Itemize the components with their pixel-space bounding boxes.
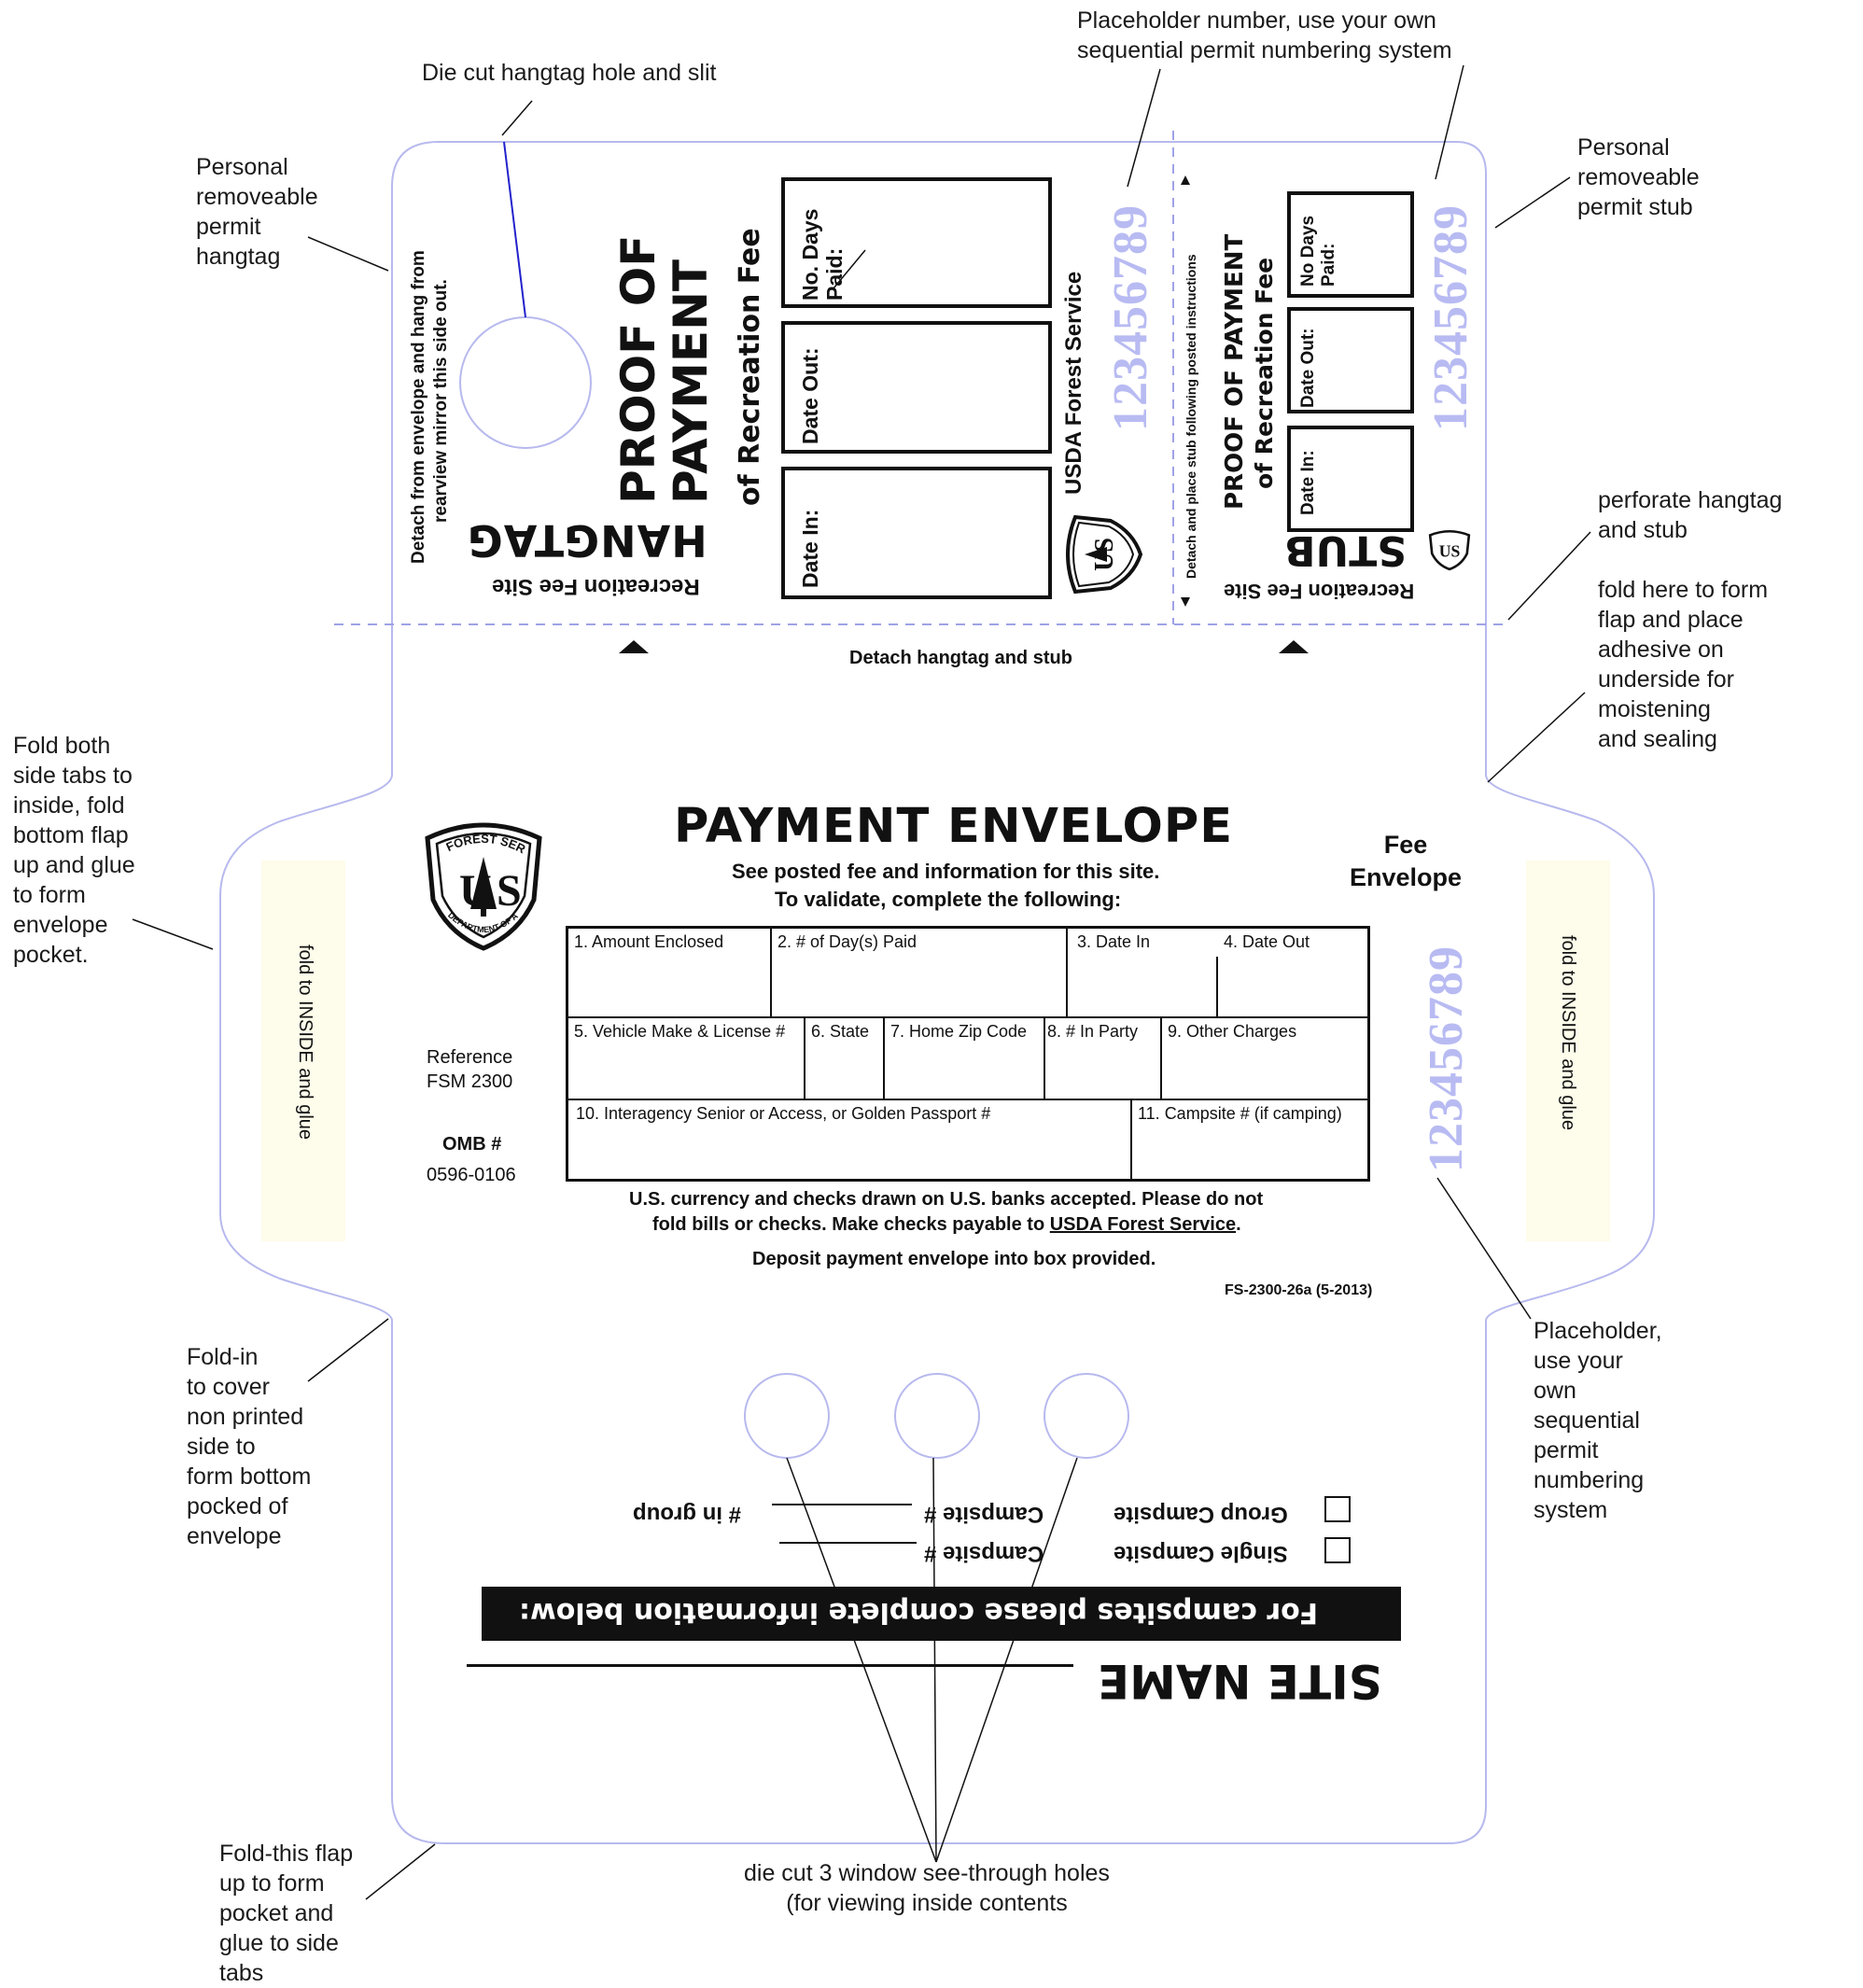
hangtag-word: HANGTAG bbox=[467, 515, 707, 566]
field-date-out[interactable]: 4. Date Out bbox=[1224, 932, 1310, 951]
hangtag-detach-note-1: Detach from envelope and hang from bbox=[409, 250, 428, 564]
hangtag-box-out[interactable]: Date Out: bbox=[781, 321, 1052, 454]
hangtag-agency: USDA Forest Service bbox=[1061, 271, 1086, 495]
fee-envelope-label: Fee Envelope bbox=[1350, 831, 1463, 891]
hangtag-serial: 123456789 bbox=[1104, 204, 1157, 431]
hangtag-proof-of: PROOF OF bbox=[611, 234, 665, 504]
field-amount-enclosed[interactable]: 1. Amount Enclosed bbox=[574, 932, 724, 951]
stub-rec-fee: of Recreation Fee bbox=[1251, 257, 1278, 489]
hangtag-box-out-label: Date Out: bbox=[798, 347, 822, 445]
currency-note-1: U.S. currency and checks drawn on U.S. b… bbox=[629, 1189, 1264, 1210]
in-group-line[interactable] bbox=[772, 1504, 912, 1505]
field-other-charges[interactable]: 9. Other Charges bbox=[1168, 1022, 1297, 1041]
stub-box-in[interactable]: Date In: bbox=[1287, 426, 1414, 532]
site-name-line[interactable] bbox=[467, 1664, 1073, 1667]
note-personal-stub: Personal removeable permit stub bbox=[1577, 134, 1700, 220]
group-campsite-label: Group Campsite bbox=[1114, 1502, 1288, 1527]
site-name-label: SITE NAME bbox=[1098, 1654, 1382, 1708]
envelope-subtitle-2: To validate, complete the following: bbox=[775, 888, 1122, 911]
stub-instructions: Detach and place stub following posted i… bbox=[1184, 254, 1198, 579]
note-fold-bottom: Fold-this flap up to form pocket and glu… bbox=[219, 1841, 354, 1986]
stub-box-out[interactable]: Date Out: bbox=[1287, 307, 1414, 413]
field-in-party[interactable]: 8. # In Party bbox=[1047, 1022, 1139, 1041]
hangtag-box-days[interactable]: No. Days Paid: bbox=[781, 177, 1052, 308]
field-state[interactable]: 6. State bbox=[811, 1022, 870, 1041]
forest-service-logo-stub: US bbox=[1428, 529, 1471, 571]
glue-strip-right: fold to INSIDE and glue bbox=[1526, 861, 1610, 1241]
payment-form-table: 1. Amount Enclosed 2. # of Day(s) Paid 3… bbox=[566, 926, 1370, 1182]
single-campsite-label: Single Campsite bbox=[1114, 1541, 1288, 1566]
glue-left-label: fold to INSIDE and glue bbox=[295, 945, 315, 1141]
note-window-holes: die cut 3 window see-through holes (for … bbox=[744, 1860, 1110, 1916]
note-personal-hangtag: Personal removeable permit hangtag bbox=[196, 154, 318, 270]
glue-strip-left: fold to INSIDE and glue bbox=[261, 861, 345, 1241]
note-fold-in: Fold-in to cover non printed side to for… bbox=[187, 1344, 312, 1549]
stub-serial: 123456789 bbox=[1424, 204, 1478, 431]
note-placeholder-side: Placeholder, use your own sequential per… bbox=[1534, 1318, 1662, 1523]
envelope-title: PAYMENT ENVELOPE bbox=[674, 799, 1234, 854]
field-passport[interactable]: 10. Interagency Senior or Access, or Gol… bbox=[576, 1104, 991, 1123]
omb-number: 0596-0106 bbox=[427, 1165, 516, 1185]
svg-text:US: US bbox=[1439, 541, 1461, 560]
omb-label: OMB # bbox=[442, 1134, 502, 1155]
envelope-subtitle-1: See posted fee and information for this … bbox=[732, 860, 1160, 883]
note-fold-flap: fold here to form flap and place adhesiv… bbox=[1598, 577, 1769, 752]
campsite-line[interactable] bbox=[779, 1542, 917, 1544]
field-date-in[interactable]: 3. Date In bbox=[1077, 932, 1151, 951]
field-campsite[interactable]: 11. Campsite # (if camping) bbox=[1138, 1104, 1342, 1123]
hangtag-payment: PAYMENT bbox=[664, 259, 718, 504]
hangtag-rec-fee: of Recreation Fee bbox=[734, 228, 766, 506]
hangtag-box-in[interactable]: Date In: bbox=[781, 467, 1052, 599]
stub-box-days[interactable]: No Days Paid: bbox=[1287, 191, 1414, 298]
campsite-label-1: Campsite # bbox=[924, 1502, 1044, 1527]
deposit-note: Deposit payment envelope into box provid… bbox=[752, 1249, 1156, 1269]
field-home-zip[interactable]: 7. Home Zip Code bbox=[890, 1022, 1028, 1041]
form-number: FS-2300-26a (5-2013) bbox=[1225, 1282, 1373, 1298]
note-placeholder-top: Placeholder number, use your own sequent… bbox=[1077, 7, 1452, 63]
field-days-paid[interactable]: 2. # of Day(s) Paid bbox=[777, 932, 917, 951]
field-vehicle-license[interactable]: 5. Vehicle Make & License # bbox=[574, 1022, 786, 1041]
stub-box-out-label: Date Out: bbox=[1298, 328, 1318, 409]
hangtag-box-in-label: Date In: bbox=[798, 509, 822, 588]
campsite-label-2: Campsite # bbox=[924, 1541, 1044, 1566]
note-die-cut: Die cut hangtag hole and slit bbox=[422, 60, 717, 86]
stub-proof: PROOF OF PAYMENT bbox=[1221, 233, 1249, 510]
hangtag-site-label: Recreation Fee Site bbox=[492, 574, 700, 599]
in-group-label: # in group bbox=[633, 1502, 741, 1527]
forest-service-logo-small: US bbox=[1066, 514, 1143, 595]
reference-label: Reference FSM 2300 bbox=[427, 1047, 513, 1092]
payable-to: USDA Forest Service bbox=[1049, 1214, 1237, 1235]
note-perforate: perforate hangtag and stub bbox=[1598, 487, 1783, 543]
currency-note-2: fold bills or checks. Make checks payabl… bbox=[652, 1214, 1241, 1235]
stub-word: STUB bbox=[1284, 526, 1407, 574]
stub-box-in-label: Date In: bbox=[1298, 450, 1318, 515]
glue-right-label: fold to INSIDE and glue bbox=[1558, 935, 1578, 1131]
group-campsite-checkbox[interactable] bbox=[1324, 1496, 1351, 1522]
detach-label: Detach hangtag and stub bbox=[849, 648, 1072, 668]
forest-service-shield-logo: FOREST SERVICE U S DEPARTMENT OF AGRICUL… bbox=[418, 810, 542, 951]
envelope-serial: 123456789 bbox=[1420, 945, 1473, 1172]
stub-site-label: Recreation Fee Site bbox=[1224, 580, 1415, 603]
campsite-banner-text: For campsites please complete informatio… bbox=[519, 1596, 1318, 1629]
hangtag-detach-note-2: rearview mirror this side out. bbox=[431, 279, 451, 523]
campsite-banner: For campsites please complete informatio… bbox=[482, 1587, 1401, 1641]
single-campsite-checkbox[interactable] bbox=[1324, 1537, 1351, 1563]
pen-slash-mark bbox=[833, 249, 866, 289]
stub-box-days-label: No Days Paid: bbox=[1298, 215, 1338, 287]
note-fold-sides: Fold both side tabs to inside, fold bott… bbox=[13, 733, 135, 968]
svg-text:S: S bbox=[497, 866, 522, 916]
